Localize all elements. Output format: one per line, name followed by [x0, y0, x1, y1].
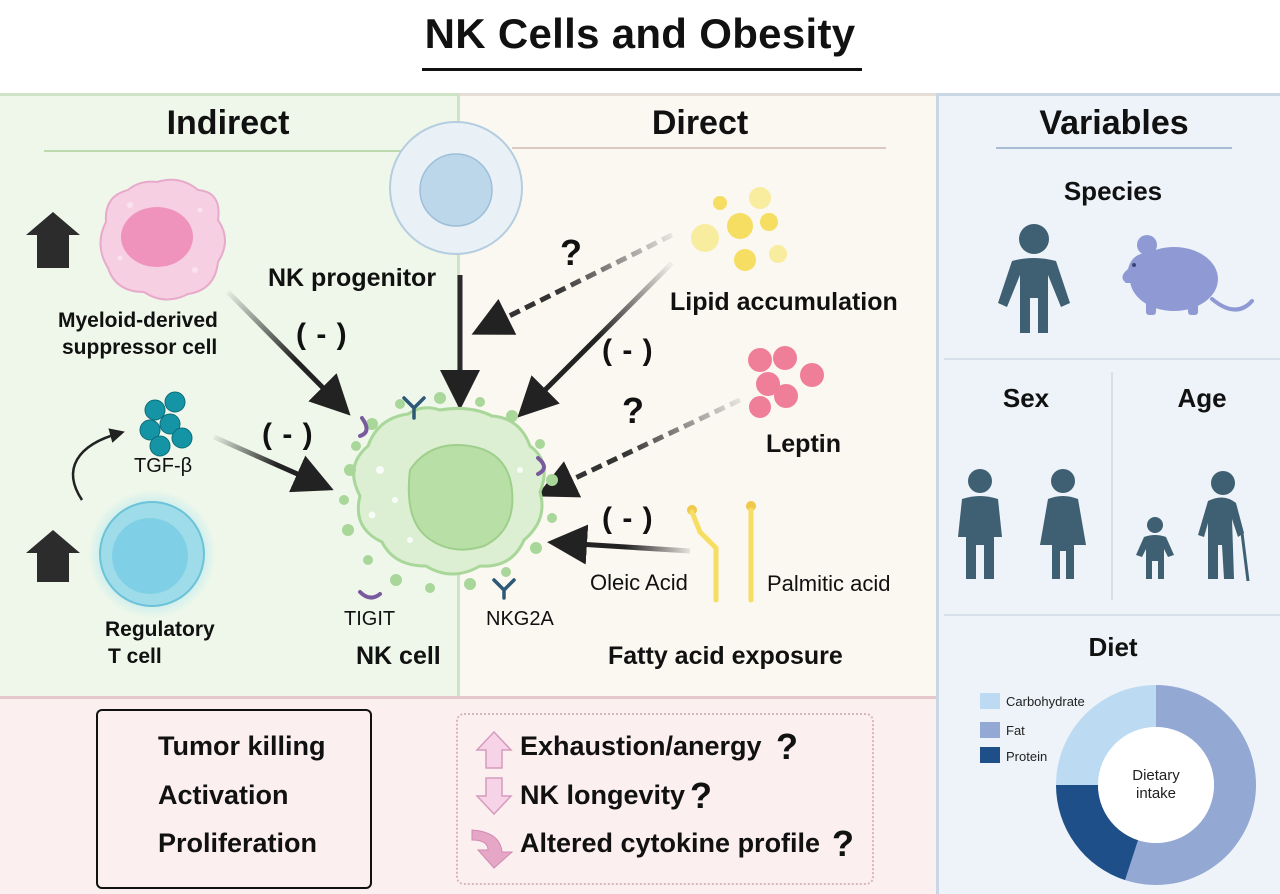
sex-heading: Sex — [1002, 383, 1050, 413]
mdsc-label-line1: Myeloid-derived — [58, 309, 218, 332]
mouse-icon — [1122, 235, 1254, 315]
variables-graphics — [958, 224, 1256, 885]
variables-divider — [996, 147, 1232, 149]
direct-heading: Direct — [651, 104, 749, 142]
indirect-heading: Indirect — [166, 104, 290, 142]
up-arrow-icon — [26, 530, 80, 582]
sex-age-divider — [1111, 372, 1113, 600]
uncertain-outcomes-box — [456, 713, 874, 885]
negative-effect-label: ( - ) — [262, 418, 314, 451]
question-mark-icon: ? — [560, 232, 582, 273]
mdsc-cell-icon — [99, 178, 226, 301]
oleic-acid-label: Oleic Acid — [590, 570, 688, 595]
negative-effect-label: ( - ) — [602, 334, 654, 367]
nk-progenitor-cell-icon — [389, 121, 523, 255]
child-icon — [1136, 517, 1174, 579]
nk-progenitor-label: NK progenitor — [268, 264, 437, 292]
diet-donut-hole — [1098, 727, 1214, 843]
leptin-molecules-icon — [748, 346, 824, 418]
palmitic-acid-label: Palmitic acid — [767, 571, 891, 596]
nk-cell-icon — [339, 392, 558, 600]
up-outline-arrow-icon — [475, 730, 513, 769]
variables-divider — [944, 614, 1280, 616]
leptin-label: Leptin — [766, 430, 841, 458]
age-heading: Age — [1177, 383, 1227, 413]
oleic-acid-icon — [687, 505, 719, 603]
direct-divider — [512, 147, 886, 149]
variables-heading: Variables — [1039, 104, 1189, 142]
leptin-uncertain-arrow — [536, 397, 742, 498]
nkg2a-label: NKG2A — [486, 608, 554, 630]
nk-cell-label: NK cell — [356, 642, 441, 670]
lipid-droplets-icon — [691, 187, 787, 271]
diet-slice-carbohydrate — [1056, 685, 1156, 785]
treg-label-line1: Regulatory — [105, 618, 215, 641]
question-mark-icon: ? — [690, 775, 712, 816]
treg-label-line2: T cell — [108, 645, 162, 668]
legend-swatch-carbohydrate — [980, 693, 1000, 709]
title-underline — [422, 68, 862, 71]
legend-swatch-fat — [980, 722, 1000, 738]
page-title: NK Cells and Obesity — [424, 10, 856, 57]
indirect-divider — [44, 150, 436, 152]
legend-label-fat: Fat — [1006, 723, 1025, 738]
negative-effect-label: ( - ) — [296, 318, 348, 351]
tgf-beta-label: TGF-β — [134, 455, 193, 477]
direct-panel — [460, 93, 936, 696]
legend-label-carbohydrate: Carbohydrate — [1006, 694, 1085, 709]
treg-cell-icon — [88, 490, 216, 618]
fatty-acid-inhibit-arrow — [547, 524, 691, 565]
diet-center-label-line1: Dietary — [1132, 767, 1180, 784]
lipid-uncertain-arrow — [471, 232, 674, 335]
diet-slice-fat — [1125, 685, 1256, 885]
male-icon — [958, 469, 1002, 579]
outcome-activation: Activation — [158, 780, 289, 810]
diet-heading: Diet — [1088, 632, 1138, 662]
diagram-graphics — [26, 121, 824, 869]
question-mark-icon: ? — [622, 390, 644, 431]
diet-center-label-line2: intake — [1135, 785, 1177, 802]
indirect-panel — [0, 93, 460, 696]
species-heading: Species — [1063, 176, 1163, 206]
lipid-inhibit-arrow — [517, 261, 674, 418]
curved-arrow-icon — [471, 829, 514, 869]
tgf-inhibit-arrow — [212, 434, 334, 493]
treg-to-tgf-arrow — [71, 428, 125, 501]
outcome-altered-cytokine-profile: Altered cytokine profile — [520, 828, 821, 858]
question-mark-icon: ? — [776, 726, 798, 767]
decreased-outcomes-box — [96, 709, 372, 889]
diet-donut-chart — [1056, 685, 1256, 885]
down-arrow-icon — [475, 777, 513, 816]
variables-divider — [944, 358, 1280, 360]
tigit-label: TIGIT — [344, 608, 396, 630]
tgf-beta-molecules-icon — [139, 391, 193, 457]
up-arrow-icon — [26, 212, 80, 268]
outcome-proliferation: Proliferation — [158, 828, 318, 858]
outcome-tumor-killing: Tumor killing — [158, 731, 326, 761]
negative-effect-label: ( - ) — [602, 502, 654, 535]
question-mark-icon: ? — [832, 823, 854, 864]
legend-swatch-protein — [980, 747, 1000, 763]
female-icon — [1040, 469, 1086, 579]
legend-label-protein: Protein — [1006, 749, 1048, 764]
outcome-nk-longevity: NK longevity — [520, 780, 686, 810]
diet-slice-protein — [1056, 785, 1139, 881]
mdsc-inhibit-arrow — [226, 290, 351, 416]
palmitic-acid-icon — [746, 501, 756, 603]
mdsc-label-line2: suppressor cell — [62, 336, 218, 359]
human-icon — [998, 224, 1070, 333]
lipid-accumulation-label: Lipid accumulation — [670, 288, 898, 316]
fatty-acid-exposure-label: Fatty acid exposure — [608, 642, 843, 670]
outcome-exhaustion-anergy: Exhaustion/anergy — [520, 731, 762, 761]
elderly-icon — [1198, 471, 1250, 582]
